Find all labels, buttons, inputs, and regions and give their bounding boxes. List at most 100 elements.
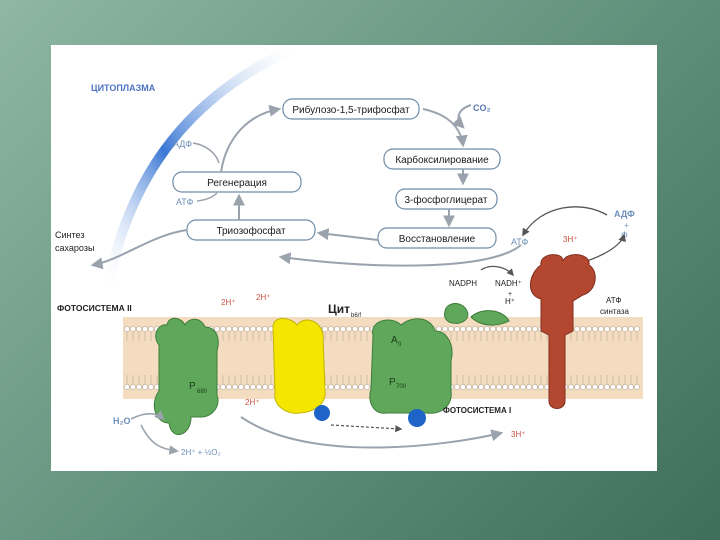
lipid-head [256,326,262,332]
lipid-head [532,384,538,390]
lipid-head [508,384,514,390]
lipid-head [136,326,142,332]
lipid-head [490,384,496,390]
lipid-head [448,326,454,332]
lipid-head [124,326,130,332]
lipid-head [340,326,346,332]
lipid-head [226,384,232,390]
atp-right-label: АТФ [511,237,528,247]
a0-sub: 0 [398,342,402,348]
lipid-head [592,326,598,332]
lipid-head [346,384,352,390]
lipid-head [490,326,496,332]
lipid-head [616,384,622,390]
lipid-head [478,326,484,332]
p700-sub: 700 [396,384,407,390]
lipid-head [520,326,526,332]
atp-synthase-label-2: син­таза [600,307,629,316]
sucrose-label-2: сахарозы [55,243,94,253]
nadh-label: NADH⁺ [495,279,522,288]
lipid-head [574,326,580,332]
lipid-head [220,326,226,332]
lipid-head [364,326,370,332]
photosystem-i: A 0 P 700 [369,303,510,414]
plus-right-b: + [508,291,512,298]
lipid-head [604,384,610,390]
lipid-head [262,326,268,332]
lipid-head [514,384,520,390]
ps1-label: ФОТОСИСТЕМА I [443,406,511,415]
lipid-head [148,384,154,390]
atp-synthase [530,254,596,409]
lipid-head [484,384,490,390]
lipid-head [250,326,256,332]
lipid-head [454,326,460,332]
lipid-head [340,384,346,390]
lipid-head [346,326,352,332]
cyt-sub: b6/f [351,313,361,319]
lipid-head [496,326,502,332]
lipid-head [262,384,268,390]
pga-box: 3-фосфоглицерат [395,188,498,210]
lipid-head [460,326,466,332]
lipid-head [352,384,358,390]
lipid-head [586,326,592,332]
lipid-head [532,326,538,332]
adp-left-label: АДФ [173,139,192,149]
lipid-head [574,384,580,390]
triose-box: Триозофосфат [186,219,316,241]
lipid-head [244,326,250,332]
lipid-head [610,384,616,390]
lipid-head [628,326,634,332]
lipid-head [238,326,244,332]
lipid-head [586,384,592,390]
a0-label: A [391,335,398,346]
p700-label: P [389,377,396,388]
lipid-head [580,326,586,332]
nadph-label: NADPH [449,279,477,288]
lipid-head [256,384,262,390]
cytochrome-b6f [272,318,326,414]
plus-right-a: + [624,221,629,230]
lipid-head [358,326,364,332]
lipid-head [442,326,448,332]
diagram-panel: ЦИТОПЛАЗМА Рибулозо-1,5-трифосфат CO₂ Ка… [51,45,657,471]
lipid-head [238,384,244,390]
p680-sub: 680 [197,389,208,395]
lipid-head [328,326,334,332]
photosynthesis-diagram: ЦИТОПЛАЗМА Рибулозо-1,5-трифосфат CO₂ Ка… [55,45,643,457]
h3-bottom-label: 3Н⁺ [511,430,525,439]
lipid-head [472,384,478,390]
lipid-head [526,384,532,390]
lipid-head [244,384,250,390]
lipid-head [622,326,628,332]
lipid-head [628,384,634,390]
sucrose-label-1: Син­тез [55,230,84,240]
lipid-head [334,384,340,390]
lipid-head [220,384,226,390]
reduction-box: Восстановление [377,227,497,249]
lipid-head [526,326,532,332]
regeneration-box: Регенерация [172,171,302,193]
pga-label: 3-фосфоглицерат [405,194,488,206]
triose-label: Триозофосфат [216,225,286,237]
lipid-head [592,384,598,390]
ps2-label: ФОТОСИСТЕМА II [57,303,132,313]
lipid-head [616,326,622,332]
cyt-label: Цит [328,302,350,316]
lipid-head [502,326,508,332]
lipid-head [598,384,604,390]
plastocyanin-a [314,405,330,421]
regeneration-label: Регенерация [207,178,267,189]
lipid-head [604,326,610,332]
lipid-head [634,384,640,390]
h2-c-label: 2Н⁺ [245,398,259,407]
reduction-label: Восстановление [399,234,476,245]
lipid-head [568,384,574,390]
lipid-head [148,326,154,332]
cytoplasm-label: ЦИТОПЛАЗМА [91,83,156,93]
lipid-head [538,384,544,390]
lipid-head [232,384,238,390]
lipid-head [136,384,142,390]
